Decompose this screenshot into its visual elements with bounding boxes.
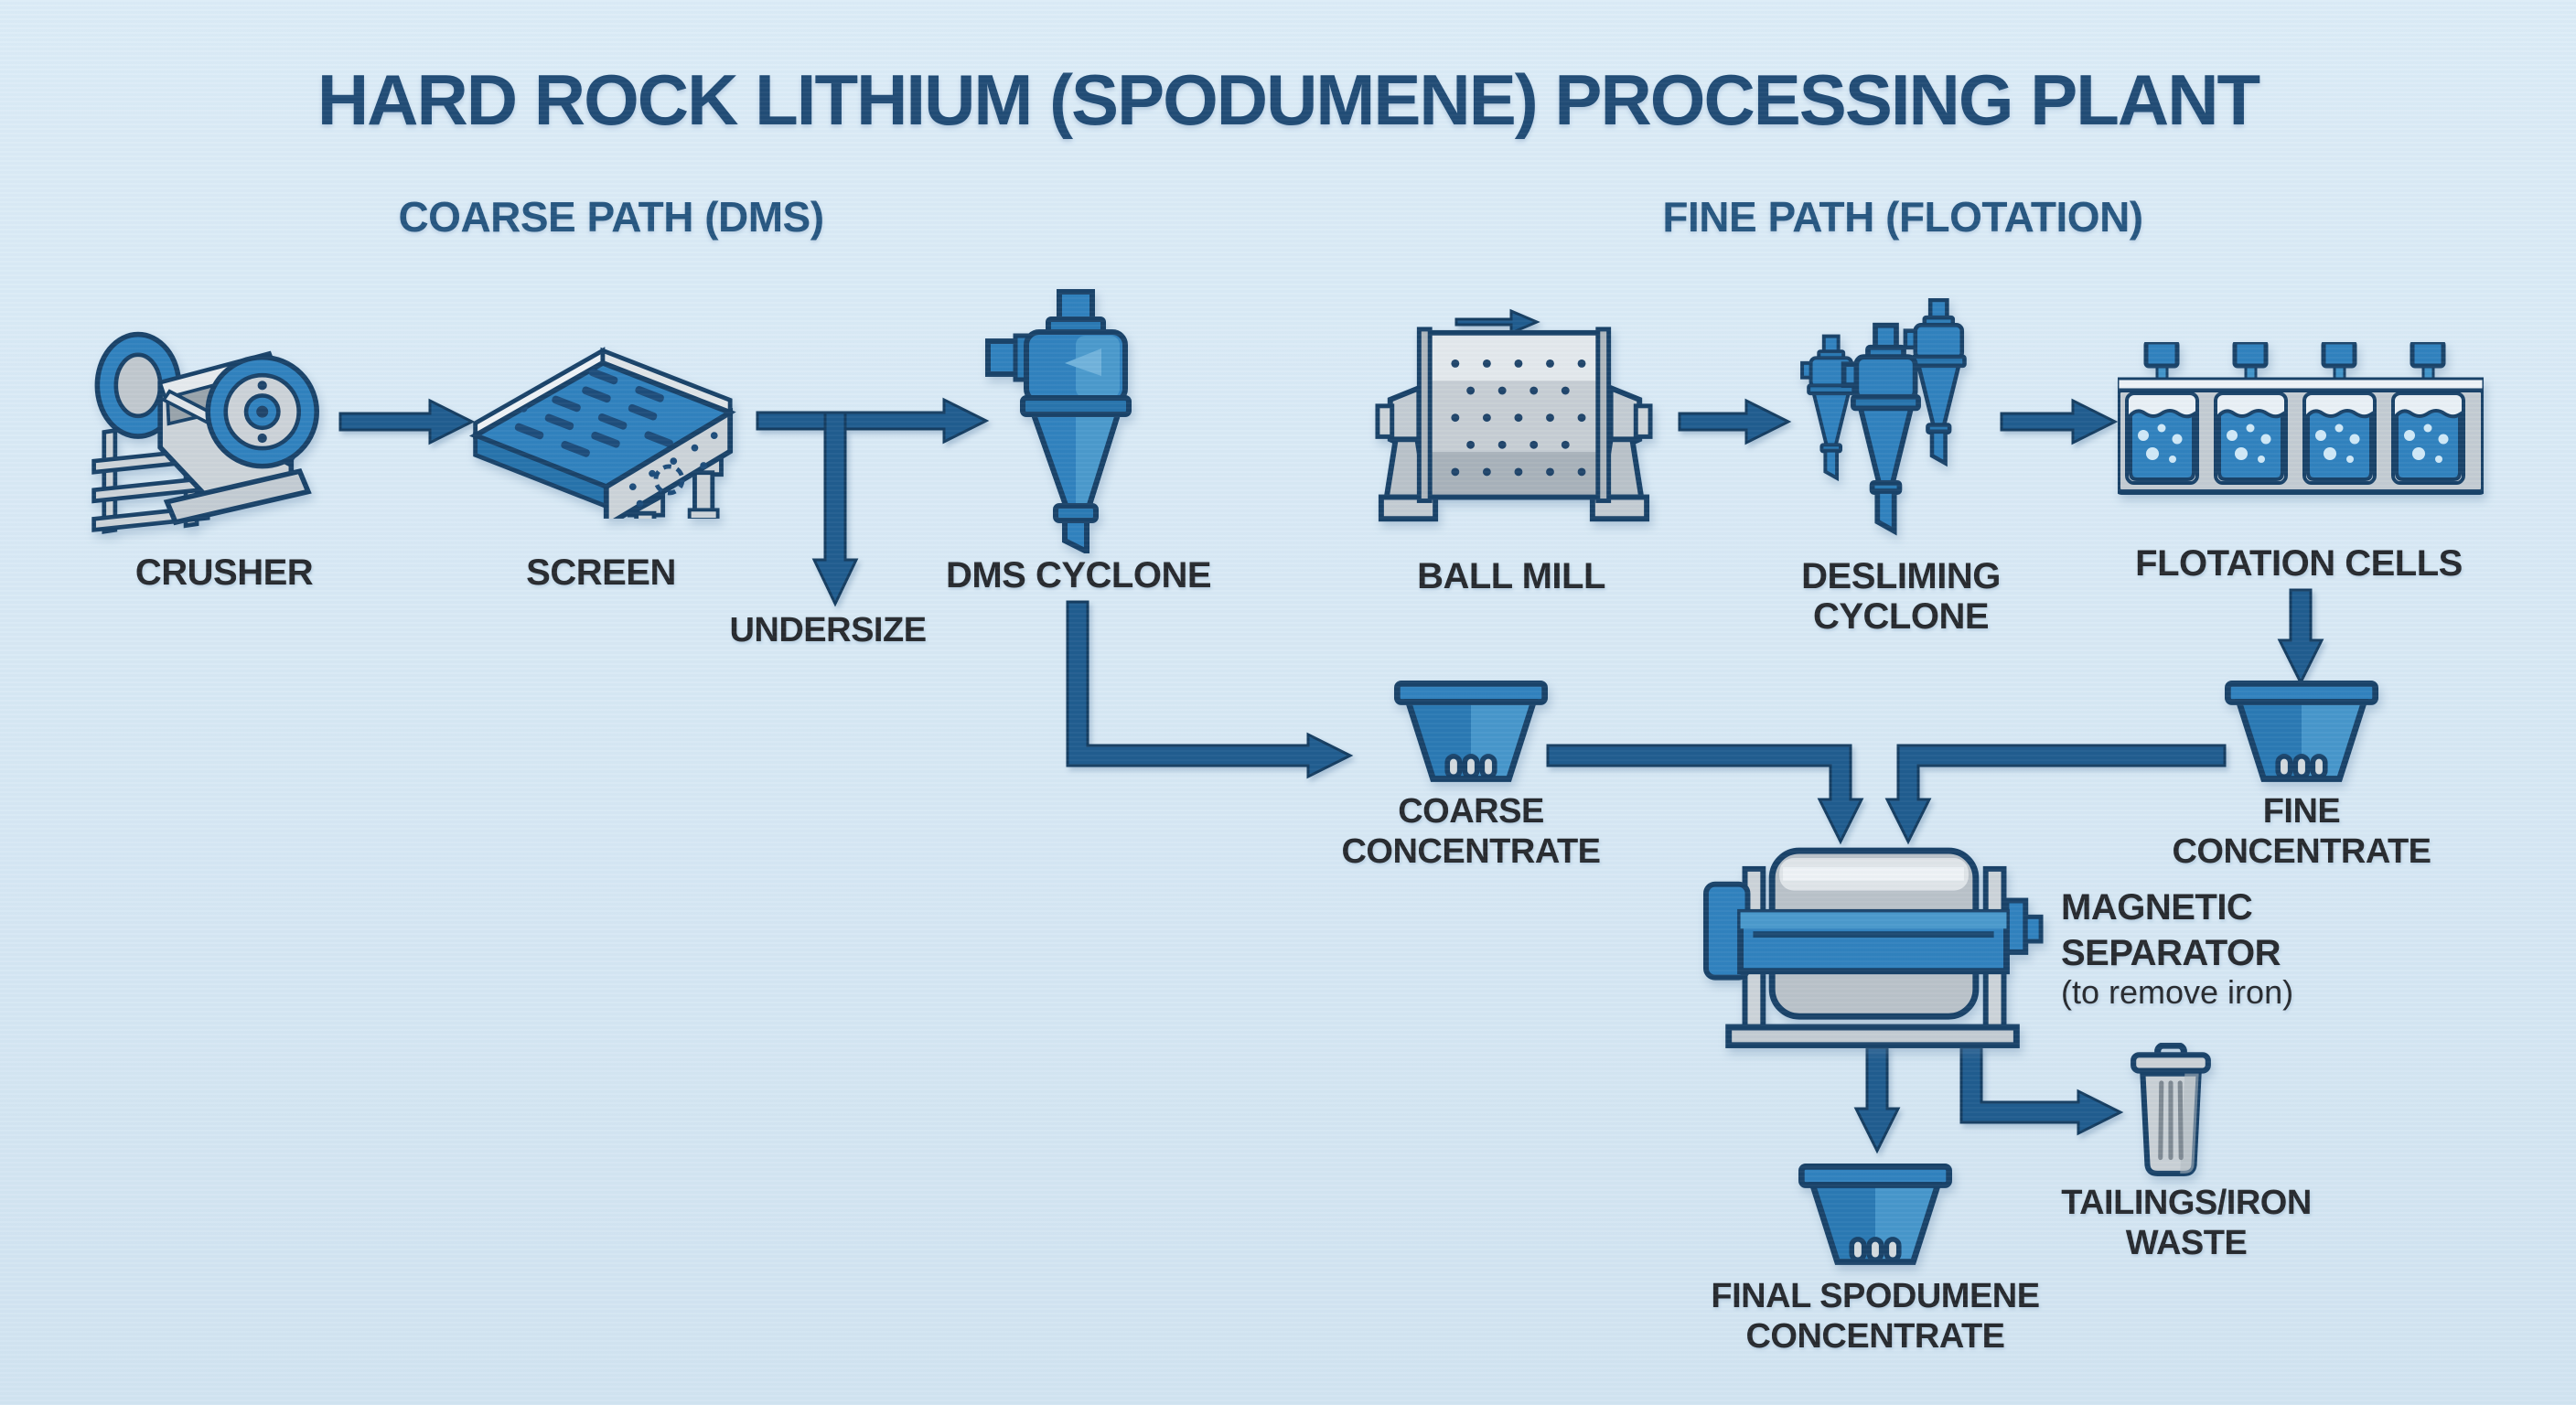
final-concentrate-label-line2: CONCENTRATE — [1745, 1317, 2005, 1356]
arrow-desliming-to-flotation — [2000, 398, 2119, 445]
final-concentrate-label-line1: FINAL SPODUMENE — [1711, 1277, 2040, 1315]
magnetic-separator-label-line2: SEPARATOR — [2061, 933, 2281, 973]
desliming-cyclone-label-line1: DESLIMING — [1801, 556, 2001, 596]
crusher-label: CRUSHER — [134, 552, 314, 593]
coarse-concentrate-label-line1: COARSE — [1398, 792, 1544, 831]
trash-can-icon — [2131, 1043, 2211, 1176]
hydrocyclone-icon — [985, 289, 1132, 553]
arrow-coarse-concentrate-to-separator — [1546, 744, 1864, 845]
magnetic-separator-icon — [1703, 847, 2044, 1048]
arrow-mill-rotation — [1454, 308, 1540, 336]
flotation-cells-label: FLOTATION CELLS — [2135, 543, 2463, 584]
vibrating-screen-icon — [468, 347, 736, 519]
coarse-path-heading: COARSE PATH (DMS) — [398, 193, 824, 241]
coarse-concentrate-label-line2: CONCENTRATE — [1341, 832, 1601, 871]
tailings-label-line1: TAILINGS/IRON — [2061, 1184, 2312, 1222]
arrow-crusher-to-screen — [338, 398, 476, 445]
concentrate-bin-icon — [1394, 681, 1548, 783]
concentrate-bin-icon — [1798, 1164, 1952, 1266]
arrow-fine-concentrate-to-separator — [1884, 744, 2227, 845]
jaw-crusher-icon — [91, 331, 319, 534]
fine-path-heading: FINE PATH (FLOTATION) — [1662, 193, 2143, 241]
magnetic-separator-note: (to remove iron) — [2061, 973, 2294, 1011]
fine-concentrate-label-line2: CONCENTRATE — [2172, 832, 2431, 871]
fine-concentrate-label-line1: FINE — [2262, 792, 2341, 831]
page-title: HARD ROCK LITHIUM (SPODUMENE) PROCESSING… — [317, 59, 2260, 140]
arrow-screen-to-dms-cyclone — [756, 397, 990, 445]
concentrate-bin-icon — [2225, 681, 2378, 783]
arrow-ballmill-to-desliming — [1678, 398, 1792, 445]
flotation-cells-icon — [2118, 342, 2484, 495]
arrow-flotation-to-fine-concentrate — [2277, 588, 2324, 686]
ball-mill-icon — [1375, 327, 1653, 522]
screen-label: SCREEN — [526, 552, 676, 593]
arrow-dms-to-coarse-concentrate — [1066, 600, 1354, 779]
tailings-label-line2: WASTE — [2125, 1224, 2248, 1262]
ball-mill-label: BALL MILL — [1417, 556, 1605, 596]
arrow-separator-to-final-concentrate — [1853, 1046, 1901, 1154]
magnetic-separator-label-line1: MAGNETIC — [2061, 887, 2253, 928]
cyclone-cluster-icon — [1800, 298, 1989, 556]
arrow-separator-to-tailings — [1959, 1046, 2124, 1136]
undersize-label: UNDERSIZE — [729, 611, 927, 649]
dms-cyclone-label: DMS CYCLONE — [945, 555, 1212, 595]
desliming-cyclone-label-line2: CYCLONE — [1812, 596, 1990, 637]
arrow-screen-undersize-branch — [811, 411, 859, 607]
